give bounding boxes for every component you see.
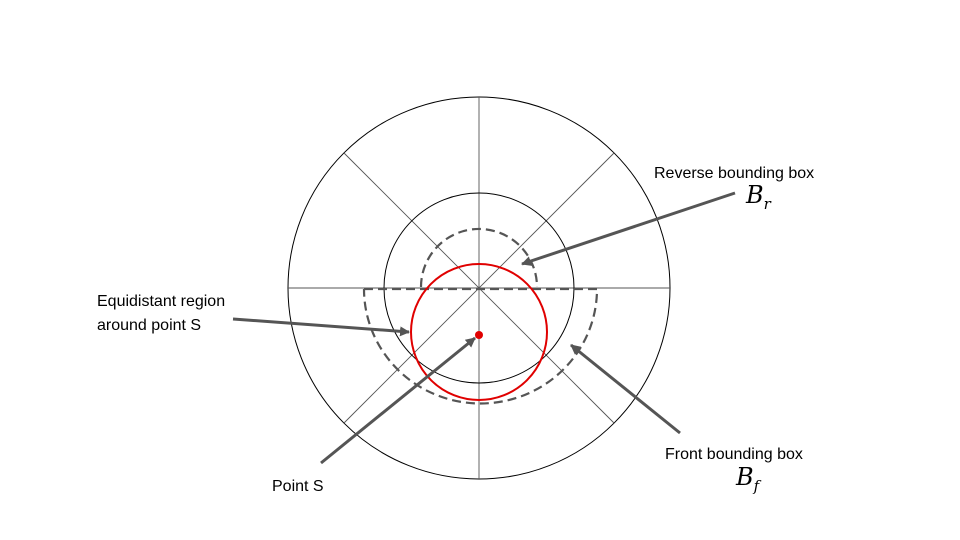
point-s [475, 331, 483, 339]
arrow-reverse-box [521, 191, 736, 266]
front-box-symbol: Bf [735, 463, 762, 495]
front-box-symbol-subscript: f [753, 477, 762, 495]
arrow-point-s [320, 336, 476, 465]
reverse-box-label: Reverse bounding box [654, 165, 814, 182]
reverse-box-symbol: Br [745, 181, 772, 213]
front-bounding-box [362, 287, 599, 405]
equidistant-label-line-2: around point S [97, 317, 201, 334]
arrow-front-box [570, 343, 681, 435]
equidistant-region-circle [410, 263, 548, 401]
front-box-label: Front bounding box [665, 446, 803, 463]
point-s-label: Point S [272, 478, 324, 495]
arrow-equidistant-region [232, 317, 410, 337]
arrows [232, 191, 736, 465]
equidistant-label-line-1: Equidistant region [97, 293, 225, 310]
reverse-box-symbol-letter: B [745, 181, 764, 209]
reverse-box-symbol-subscript: r [764, 195, 772, 213]
front-box-symbol-letter: B [735, 463, 754, 491]
